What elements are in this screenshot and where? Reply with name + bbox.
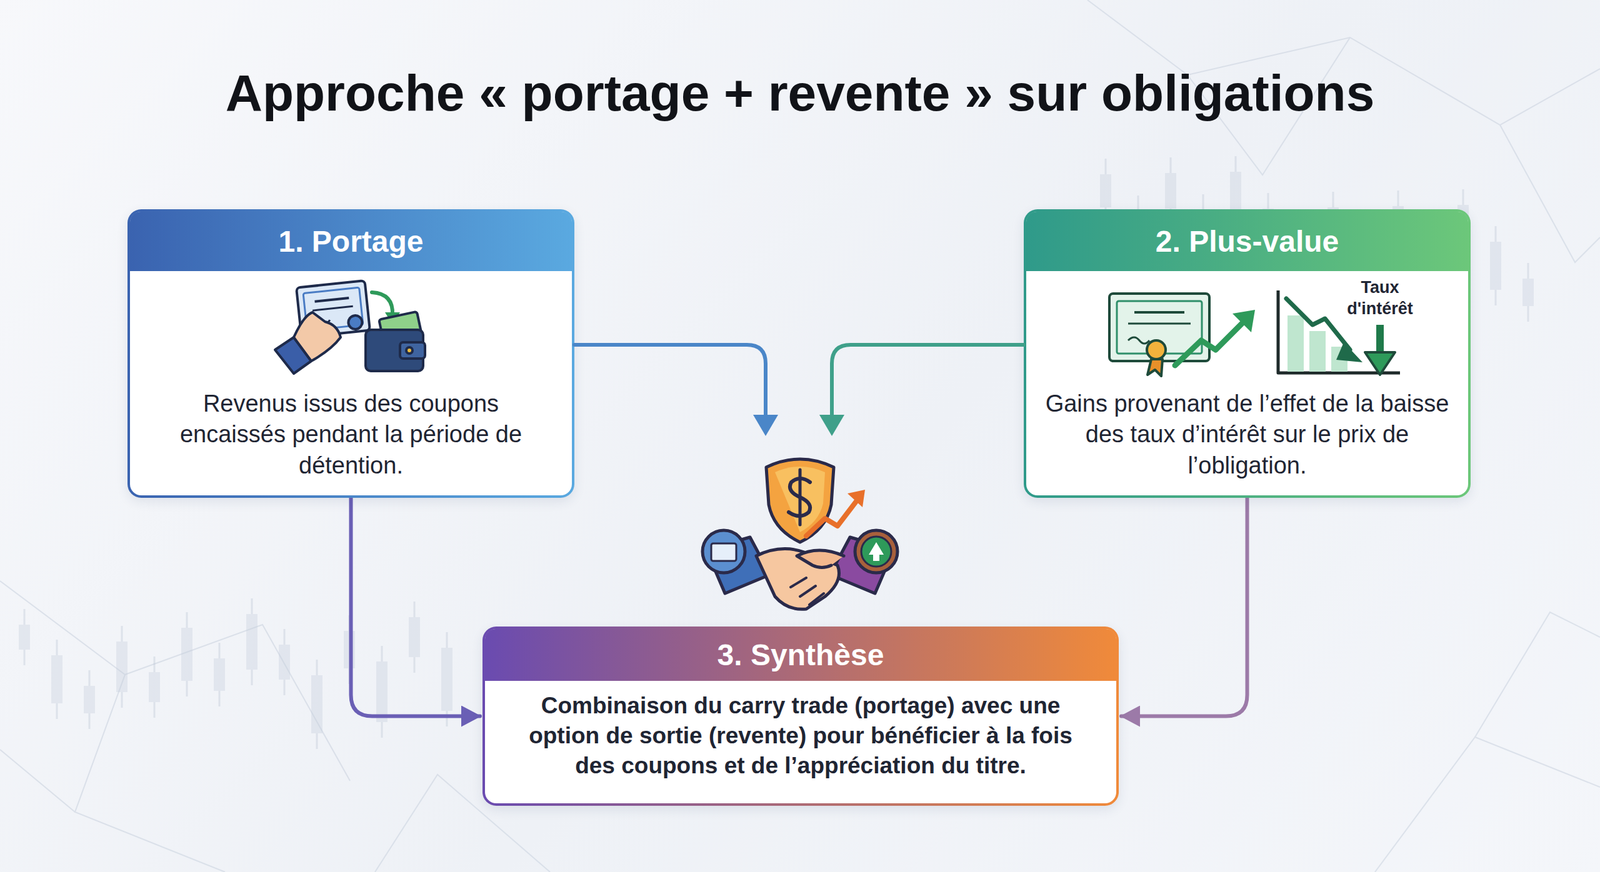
box-body: Combinaison du carry trade (portage) ave…: [485, 681, 1117, 794]
box-heading: 1. Portage: [130, 211, 572, 272]
box-body: Gains provenant de l’effet de la baisse …: [1026, 383, 1469, 495]
candle-body: [83, 686, 95, 714]
candle-body: [213, 658, 225, 692]
candle-body: [408, 617, 420, 658]
candle-body: [18, 625, 30, 650]
candle-body: [278, 645, 290, 680]
process-box: 1. PortageRevenus issus des coupons enca…: [127, 209, 575, 499]
box-heading: 2. Plus-value: [1026, 211, 1469, 272]
candle-body: [441, 648, 453, 712]
box-heading: 3. Synthèse: [485, 629, 1117, 682]
portage-icon: [275, 280, 425, 374]
connector-arrow: [351, 498, 481, 717]
candle-body: [181, 628, 193, 682]
process-box: 2. Plus-valueGains provenant de l’effet …: [1023, 209, 1471, 499]
candle-body: [1230, 171, 1242, 210]
candlestick-texture: [18, 156, 1534, 750]
candle-body: [1490, 241, 1502, 290]
candle-body: [376, 661, 388, 723]
handshake-icon: [702, 459, 898, 610]
box-body: Revenus issus des coupons encaissés pend…: [130, 383, 572, 495]
candle-body: [116, 641, 128, 693]
candle-body: [51, 655, 63, 704]
feed-arrows: [574, 345, 1024, 437]
candle-body: [1100, 174, 1112, 208]
connector-arrow: [1121, 498, 1248, 717]
candle-body: [1522, 278, 1534, 307]
candle-body: [246, 614, 258, 670]
chart-label: Taux d'intérêt: [1339, 277, 1421, 320]
candle-body: [148, 672, 160, 703]
candle-body: [1165, 173, 1177, 209]
diagram-title: Approche « portage + revente » sur oblig…: [0, 62, 1600, 124]
candle-body: [311, 675, 323, 734]
process-box: 3. SynthèseCombinaison du carry trade (p…: [482, 626, 1119, 807]
